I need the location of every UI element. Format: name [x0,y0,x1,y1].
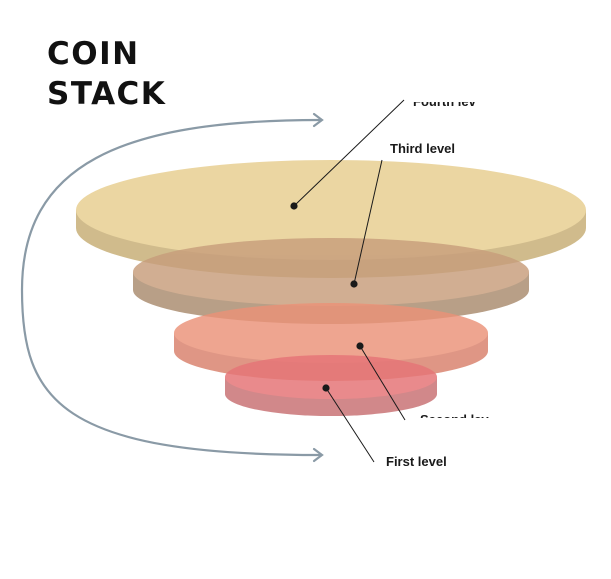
label-first-level: First level [386,454,447,469]
leader-line-second [359,345,406,421]
label-fourth-level: Fourth lev [413,94,477,109]
label-third-level: Third level [390,141,455,156]
cycle-arrow [20,112,324,463]
dot-first [322,384,330,392]
dot-fourth [290,202,298,210]
arrowhead-bottom-icon [312,447,324,463]
coin-fourth-top [76,160,586,260]
leader-line-fourth [293,99,405,207]
dot-third [350,280,358,288]
diagram-title: COIN STACK [47,34,166,114]
leader-line-first [325,387,375,463]
label-second-level: Second lev [420,412,489,427]
coin-third-top [133,238,529,306]
leader-line-third [353,159,383,285]
arrowhead-top-icon [312,112,324,128]
title-line-2: STACK [47,76,167,112]
dot-second [356,342,364,350]
coin-second-top [174,303,488,363]
leaders [293,99,406,463]
coin-first-level [225,355,437,416]
cycle-arrow-path [20,118,322,457]
leader-dots [290,202,364,392]
coin-first-top [225,355,437,399]
title-line-1: COIN [47,36,140,72]
